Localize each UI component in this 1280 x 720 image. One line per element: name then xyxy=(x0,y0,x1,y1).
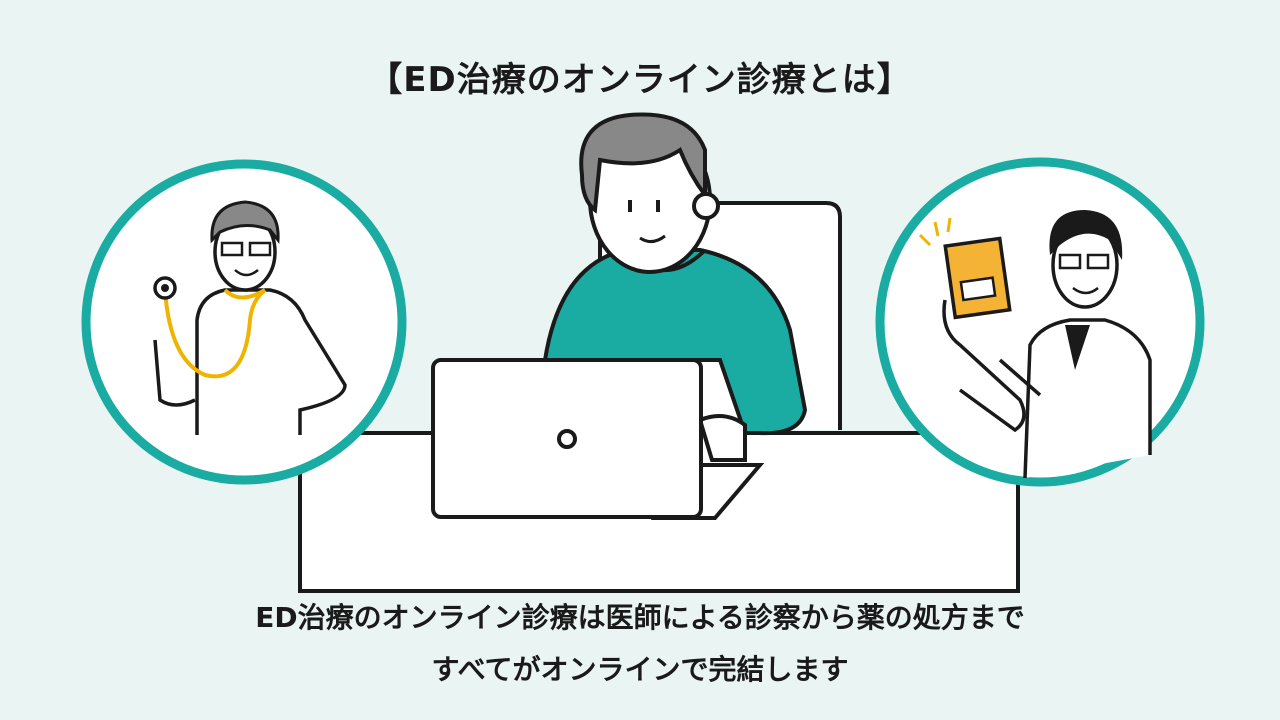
doctor-stethoscope-circle xyxy=(81,159,407,485)
person-at-laptop xyxy=(542,112,808,462)
doctor-booklet-circle xyxy=(875,157,1205,487)
caption-line-1: ED治療のオンライン診療は医師による診察から薬の処方まで xyxy=(255,601,1025,634)
caption-line-2: すべてがオンラインで完結します xyxy=(431,653,849,686)
laptop xyxy=(431,358,765,520)
page-title: 【ED治療のオンライン診療とは】 xyxy=(368,60,912,100)
